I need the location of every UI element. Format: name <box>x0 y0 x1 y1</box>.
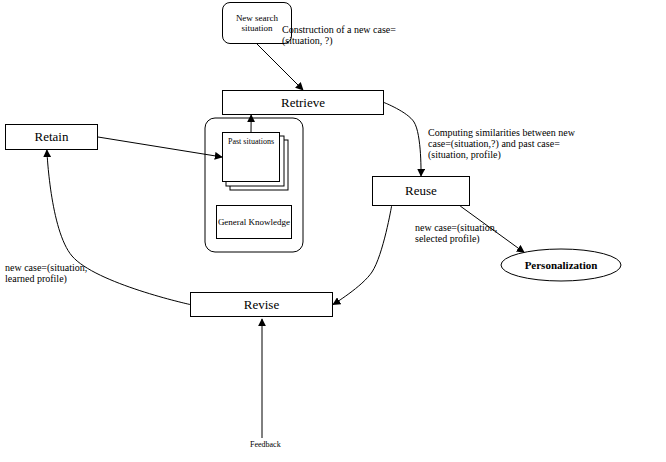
process-box: Retain <box>5 124 98 150</box>
process-box: Reuse <box>372 176 470 206</box>
feedback-label: Feedback <box>250 440 310 449</box>
input-box: New search situation <box>222 2 292 44</box>
ellipse-shape <box>501 249 621 281</box>
node-text: Reuse <box>405 183 437 199</box>
edge-label: new case=(situation, learned profile) <box>5 262 115 284</box>
process-box: Retrieve <box>222 90 384 115</box>
node-text: Retain <box>35 129 69 145</box>
flow-arrow <box>251 115 252 132</box>
edge-label: new case=(situation, selected profile) <box>415 222 527 244</box>
node-text: Retrieve <box>281 95 325 111</box>
process-box: Revise <box>190 292 333 317</box>
flow-arrow <box>47 150 190 305</box>
edge-label: Computing similarities between new case=… <box>428 127 588 160</box>
node-text: Personalization <box>525 259 598 271</box>
node-text: New search situation <box>223 13 291 33</box>
flow-arrow <box>257 44 303 90</box>
case-base-page: Past situations <box>222 132 280 182</box>
flow-arrow <box>98 137 222 157</box>
node-text: Past situations <box>228 137 274 146</box>
edge-label: Construction of a new case=(situation, ?… <box>282 24 402 46</box>
knowledge-container <box>205 118 303 252</box>
knowledge-box: General Knowledge <box>216 205 292 239</box>
flow-arrow <box>333 206 392 305</box>
node-text: Revise <box>244 297 279 313</box>
node-text: General Knowledge <box>218 217 290 227</box>
flow-arrow <box>384 103 421 177</box>
output-ellipse: Personalization <box>500 248 622 282</box>
feedback-arrow <box>262 319 263 438</box>
